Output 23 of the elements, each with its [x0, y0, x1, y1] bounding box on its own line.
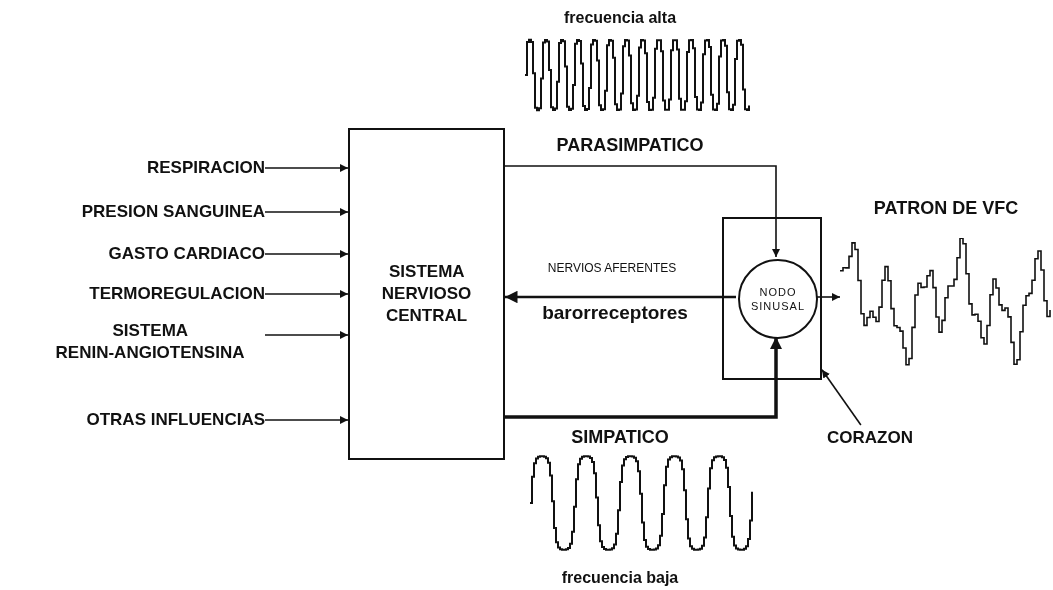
leader-arrow: [821, 368, 862, 426]
arrow: [505, 290, 736, 304]
arrow: [504, 165, 780, 258]
arrow: [264, 208, 349, 216]
input-label: TERMOREGULACION: [20, 281, 265, 307]
frequency-label: frecuencia baja: [559, 569, 681, 587]
node-text: SISTEMA NERVIOSO CENTRAL: [380, 260, 473, 328]
arrow: [264, 331, 349, 339]
arrow: [505, 337, 783, 419]
arrow: [264, 290, 349, 298]
input-label: RESPIRACION: [60, 155, 265, 181]
arrow: [264, 250, 349, 258]
waveform-title: PATRON DE VFC: [872, 197, 1020, 220]
part-label: CORAZON: [800, 425, 940, 451]
input-label: SISTEMA RENIN-ANGIOTENSINA: [35, 317, 265, 367]
input-label: OTRAS INFLUENCIAS: [10, 407, 265, 433]
edge-label: NERVIOS AFERENTES: [545, 261, 679, 275]
arrow: [264, 164, 349, 172]
input-label: GASTO CARDIACO: [40, 241, 265, 267]
process-box: [348, 128, 505, 460]
arrow: [264, 416, 349, 424]
input-label: PRESION SANGUINEA: [10, 199, 265, 225]
node-text: NODO SINUSAL: [749, 284, 807, 314]
